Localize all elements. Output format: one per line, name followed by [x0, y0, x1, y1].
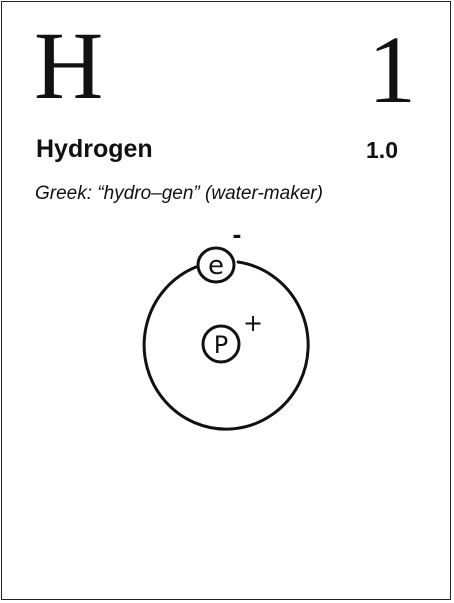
electron-charge: -: [232, 224, 241, 249]
element-symbol: H: [34, 12, 104, 119]
atomic-mass: 1.0: [366, 137, 398, 163]
etymology-note: Greek: “hydro–gen” (water-maker): [35, 183, 323, 204]
proton-label: P: [214, 331, 228, 359]
electron-circle: [196, 246, 236, 284]
proton-charge: +: [243, 309, 263, 337]
element-name: Hydrogen: [36, 135, 153, 163]
atomic-number: 1: [368, 16, 416, 123]
electron-orbit: [142, 260, 310, 431]
proton-circle: [201, 324, 241, 364]
atom-diagram: e - P +: [142, 224, 310, 431]
electron-label: e: [208, 251, 224, 281]
